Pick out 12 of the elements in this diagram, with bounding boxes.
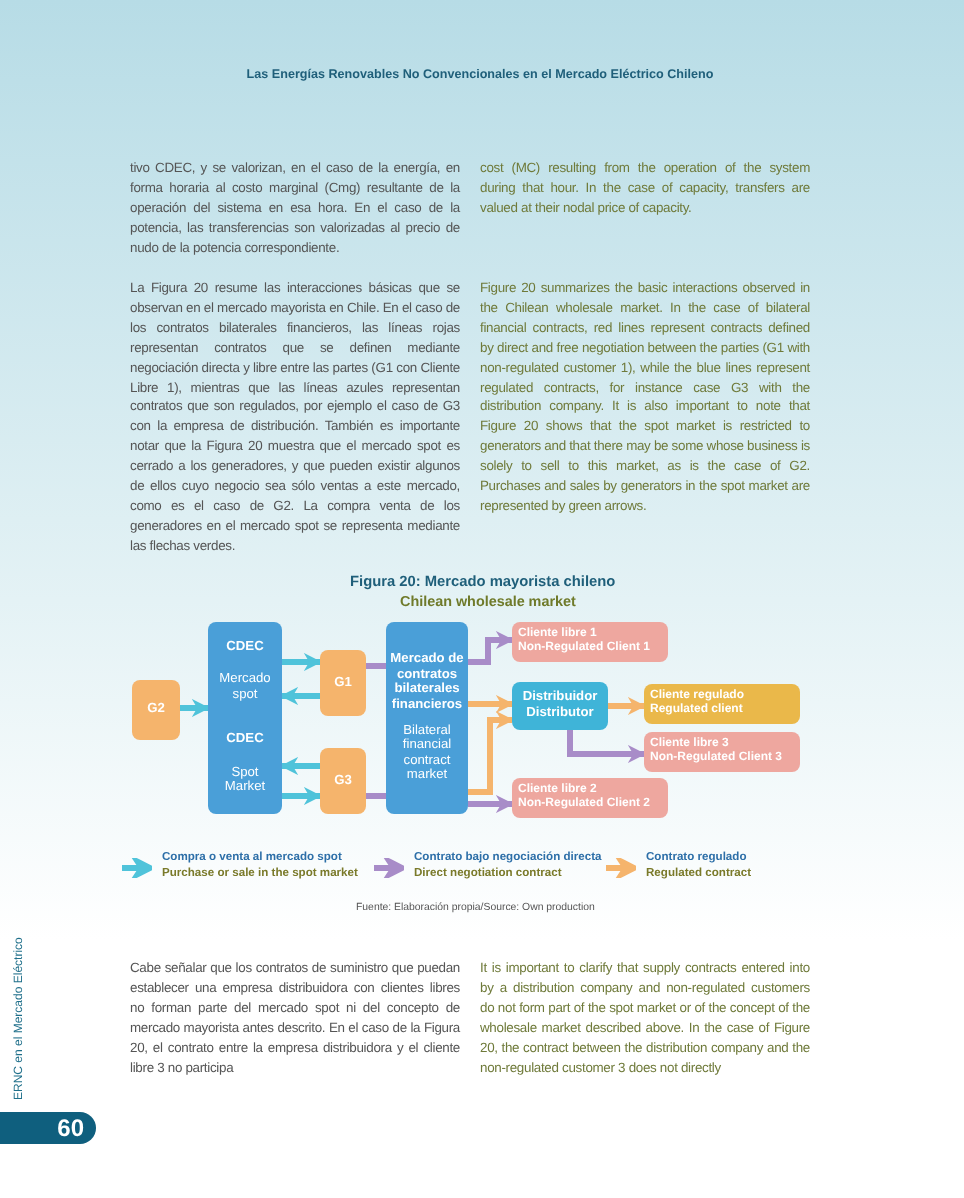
arrow: [567, 730, 646, 763]
arrow: [280, 757, 320, 775]
arrow: [468, 695, 514, 713]
arrow: [608, 697, 646, 715]
arrow: [280, 687, 320, 705]
arrow: [468, 795, 514, 813]
arrow: [282, 787, 322, 805]
page-number: 60: [0, 1112, 96, 1144]
arrow: [180, 699, 210, 717]
arrow: [282, 653, 322, 671]
arrow: [468, 631, 514, 665]
arrow: [468, 711, 514, 795]
